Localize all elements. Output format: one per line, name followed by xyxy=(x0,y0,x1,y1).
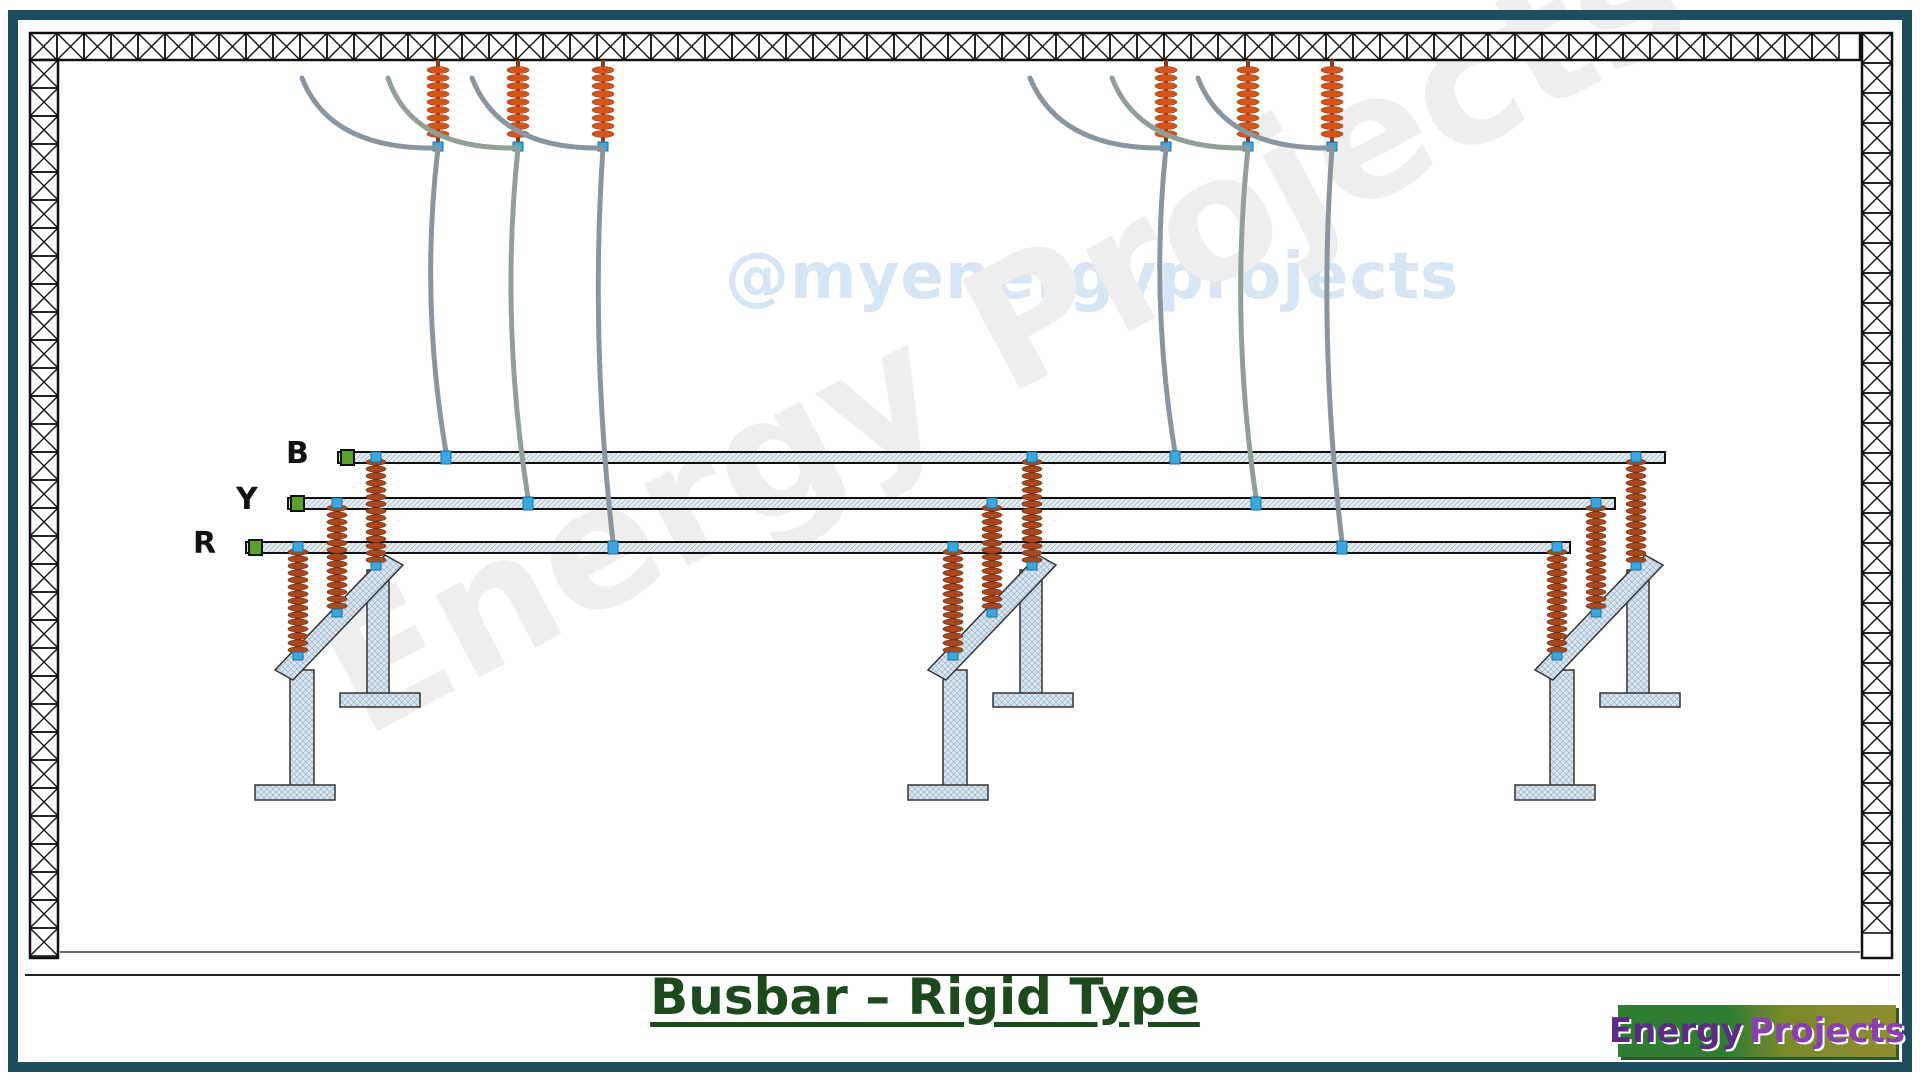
phase-label-y: Y xyxy=(236,482,258,517)
post-insulators xyxy=(287,60,1647,661)
conductor-right-b xyxy=(1027,75,1178,455)
support-structures xyxy=(254,554,1681,801)
diagram-title: Busbar – Rigid Type xyxy=(650,968,1200,1026)
substation-frame xyxy=(8,10,1912,1072)
busbar-clamp-6 xyxy=(1336,540,1348,555)
busbar-y-end-cap xyxy=(290,495,305,512)
string-insulator-6 xyxy=(1320,60,1344,152)
string-insulator-3 xyxy=(591,60,615,152)
string-insulator-4 xyxy=(1154,60,1178,152)
busbar-clamp-3 xyxy=(607,540,619,555)
insulator-b-right xyxy=(1625,451,1647,571)
busbar-clamp-1 xyxy=(440,450,452,465)
logo-word-energy: Energy xyxy=(1608,1011,1743,1051)
insulator-r-middle xyxy=(942,541,964,661)
insulator-y-middle xyxy=(981,497,1003,618)
busbar-r-end-cap xyxy=(248,539,263,556)
insulator-y-right xyxy=(1585,497,1607,618)
watermark-handle: @myenergyprojects xyxy=(725,240,1460,314)
busbar-y xyxy=(287,495,1616,512)
conductor-left-r xyxy=(469,75,616,545)
conductor-droppers xyxy=(299,75,1348,555)
insulator-y-left xyxy=(326,497,348,618)
phase-label-r: R xyxy=(193,526,217,561)
brand-logo: Energy Projects xyxy=(1609,1005,1905,1057)
conductor-right-y xyxy=(1109,75,1259,501)
insulator-b-left xyxy=(365,451,387,571)
busbar-clamp-4 xyxy=(1169,450,1181,465)
busbars xyxy=(245,449,1666,556)
insulator-r-right xyxy=(1546,541,1568,661)
busbar-clamp-5 xyxy=(1250,496,1262,511)
busbar-r xyxy=(245,539,1571,556)
conductor-left-b xyxy=(299,75,449,455)
busbar-b-end-cap xyxy=(340,449,355,466)
insulator-r-left xyxy=(287,541,309,661)
gantry-top-beam xyxy=(28,31,1862,62)
busbar-b xyxy=(337,449,1666,466)
gantry-left-column xyxy=(28,58,60,960)
phase-label-b: B xyxy=(286,436,309,471)
conductor-right-r xyxy=(1195,75,1345,545)
gantry-right-column xyxy=(1860,31,1894,960)
logo-word-projects: Projects xyxy=(1748,1011,1906,1051)
conductor-left-y xyxy=(385,75,531,501)
insulator-b-middle xyxy=(1021,451,1043,571)
busbar-clamp-2 xyxy=(522,496,534,511)
outer-border xyxy=(8,10,1912,1072)
